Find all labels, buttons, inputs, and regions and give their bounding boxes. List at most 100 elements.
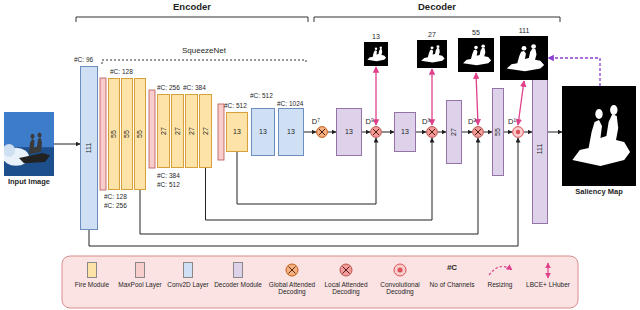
flow-arrow [548,132,562,133]
mask-image [562,86,636,186]
legend-swatch [233,262,243,278]
mask-output: 13 [364,42,388,66]
channel-count: #C: 96 [74,56,93,63]
riders [29,138,42,155]
section-title: Encoder [173,2,211,12]
size-label: 27 [202,127,210,135]
decoder-module: 13 [394,112,416,152]
mask-ground [500,36,548,80]
mask-ground [458,38,494,72]
decoding-symbol [426,126,438,138]
channel-count: #C: 512 [250,92,273,99]
symbol-cross [429,129,435,135]
symbol-circle [473,127,484,138]
flow-arrow [416,132,426,133]
symbol-circle [513,127,524,138]
channel-count: #C: 512 [157,181,180,188]
decoder-module: 13 [336,108,362,156]
fire-module: 27 [185,94,198,168]
input-image: Input Image [4,112,54,176]
size-label: 13 [287,128,295,136]
size-label: 27 [160,127,168,135]
mask-head [380,47,382,49]
head [38,132,42,137]
mask-head [474,46,478,49]
symbol-cross [319,129,325,135]
caption: 13 [372,33,380,41]
symbol-cross [475,129,481,135]
conv2d-layer: 13 [278,108,304,156]
mask-head [481,44,485,47]
mask-head [431,46,434,49]
channel-count: #C: 256 [157,84,180,91]
squeezenet-bracket [102,60,306,64]
mask-image [500,36,548,80]
symbol-circle [317,127,328,138]
flow-arrow [304,132,316,133]
caption: D⁷ [312,118,320,126]
size-label: 13 [233,128,241,136]
flow-arrow [438,132,446,133]
mask-head [522,46,527,50]
decoder-module: 55 [492,88,504,176]
size-label: 13 [345,128,353,136]
mask-blob [572,114,630,166]
size-label: 111 [536,144,544,155]
fire-module: 27 [157,94,170,168]
flow-arrow [524,132,532,133]
legend-text: Global Attended Decoding [266,281,318,296]
mask-head [610,105,617,115]
caption: D¹ [508,118,516,126]
section-title: Decoder [418,2,456,12]
size-label: 27 [450,128,458,136]
flow-arrow [328,132,336,133]
loss-link [518,81,524,125]
channel-count: #C: 256 [104,202,127,209]
flow-arrow [484,132,492,133]
photo [4,112,54,176]
fire-module: 55 [108,78,120,190]
decoding-symbol [512,126,524,138]
size-label: 13 [401,128,409,136]
flow-arrow [462,132,472,133]
legend-text: Fire Module [66,281,118,288]
spray [4,144,15,157]
caption: D⁵ [365,118,374,126]
caption: 27 [428,31,436,39]
legend-text: Local Attended Decoding [320,281,372,296]
size-label: 55 [110,130,118,138]
loss-link [431,69,432,125]
decoder-module: 111 [532,74,548,224]
maxpool-layer [218,104,224,160]
mask-ground [562,86,636,186]
decoding-symbol [370,126,382,138]
size-label: 55 [494,128,502,136]
group-title: SqueezeNet [182,47,226,56]
maxpool-layer [149,90,155,168]
flow-arrow [362,132,370,133]
mask-output: 55 [458,38,494,72]
fire-module: 27 [171,94,184,168]
fire-module: 13 [226,112,248,152]
symbol-circle [371,127,382,138]
flow-arrow [504,132,512,133]
mask-ground [364,42,388,66]
channel-count: #C: 128 [104,193,127,200]
legend-text: LBCE+ LHuber [522,281,574,288]
legend-swatch [183,262,193,278]
channel-count: #C: 128 [110,68,133,75]
mask-image [417,40,447,68]
mask-head [595,109,602,119]
legend-swatch [87,262,97,278]
mask-blob [507,48,544,71]
loss-link [476,73,478,125]
caption: 111 [519,27,530,35]
decoding-node: D⁵ [370,126,382,138]
jetski [19,153,50,163]
size-label: 27 [174,127,182,135]
channel-count: #C: 512 [224,102,247,109]
mask-head [375,48,377,50]
flow-arrow [382,132,394,133]
fire-module: 27 [199,94,212,168]
legend-text: Conv2D Layer [162,281,214,288]
